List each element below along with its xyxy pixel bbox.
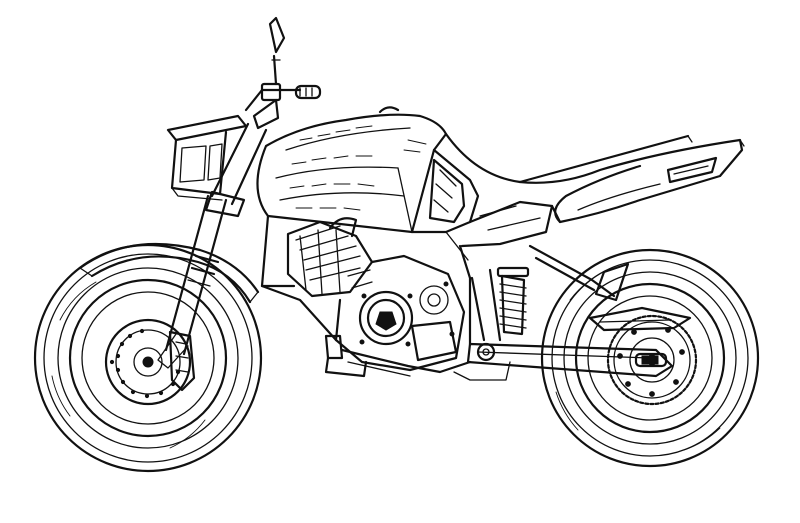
lower-frame — [260, 231, 472, 346]
headlight-plate — [166, 114, 248, 201]
subframe — [528, 244, 630, 302]
engine — [260, 214, 466, 372]
swingarm — [453, 342, 674, 381]
rear-wheel — [540, 248, 760, 468]
front-fender — [78, 242, 260, 304]
front-fork — [157, 122, 268, 369]
fuel-tank — [256, 106, 448, 234]
front-brake-disc — [104, 318, 192, 406]
handlebar — [244, 82, 322, 130]
mirror — [268, 16, 286, 86]
rear-shock — [470, 266, 530, 342]
front-brake-caliper — [168, 330, 196, 392]
seat-tail — [444, 132, 745, 224]
chain-guard — [588, 306, 692, 332]
exhaust — [324, 334, 472, 378]
side-cover — [410, 148, 554, 248]
